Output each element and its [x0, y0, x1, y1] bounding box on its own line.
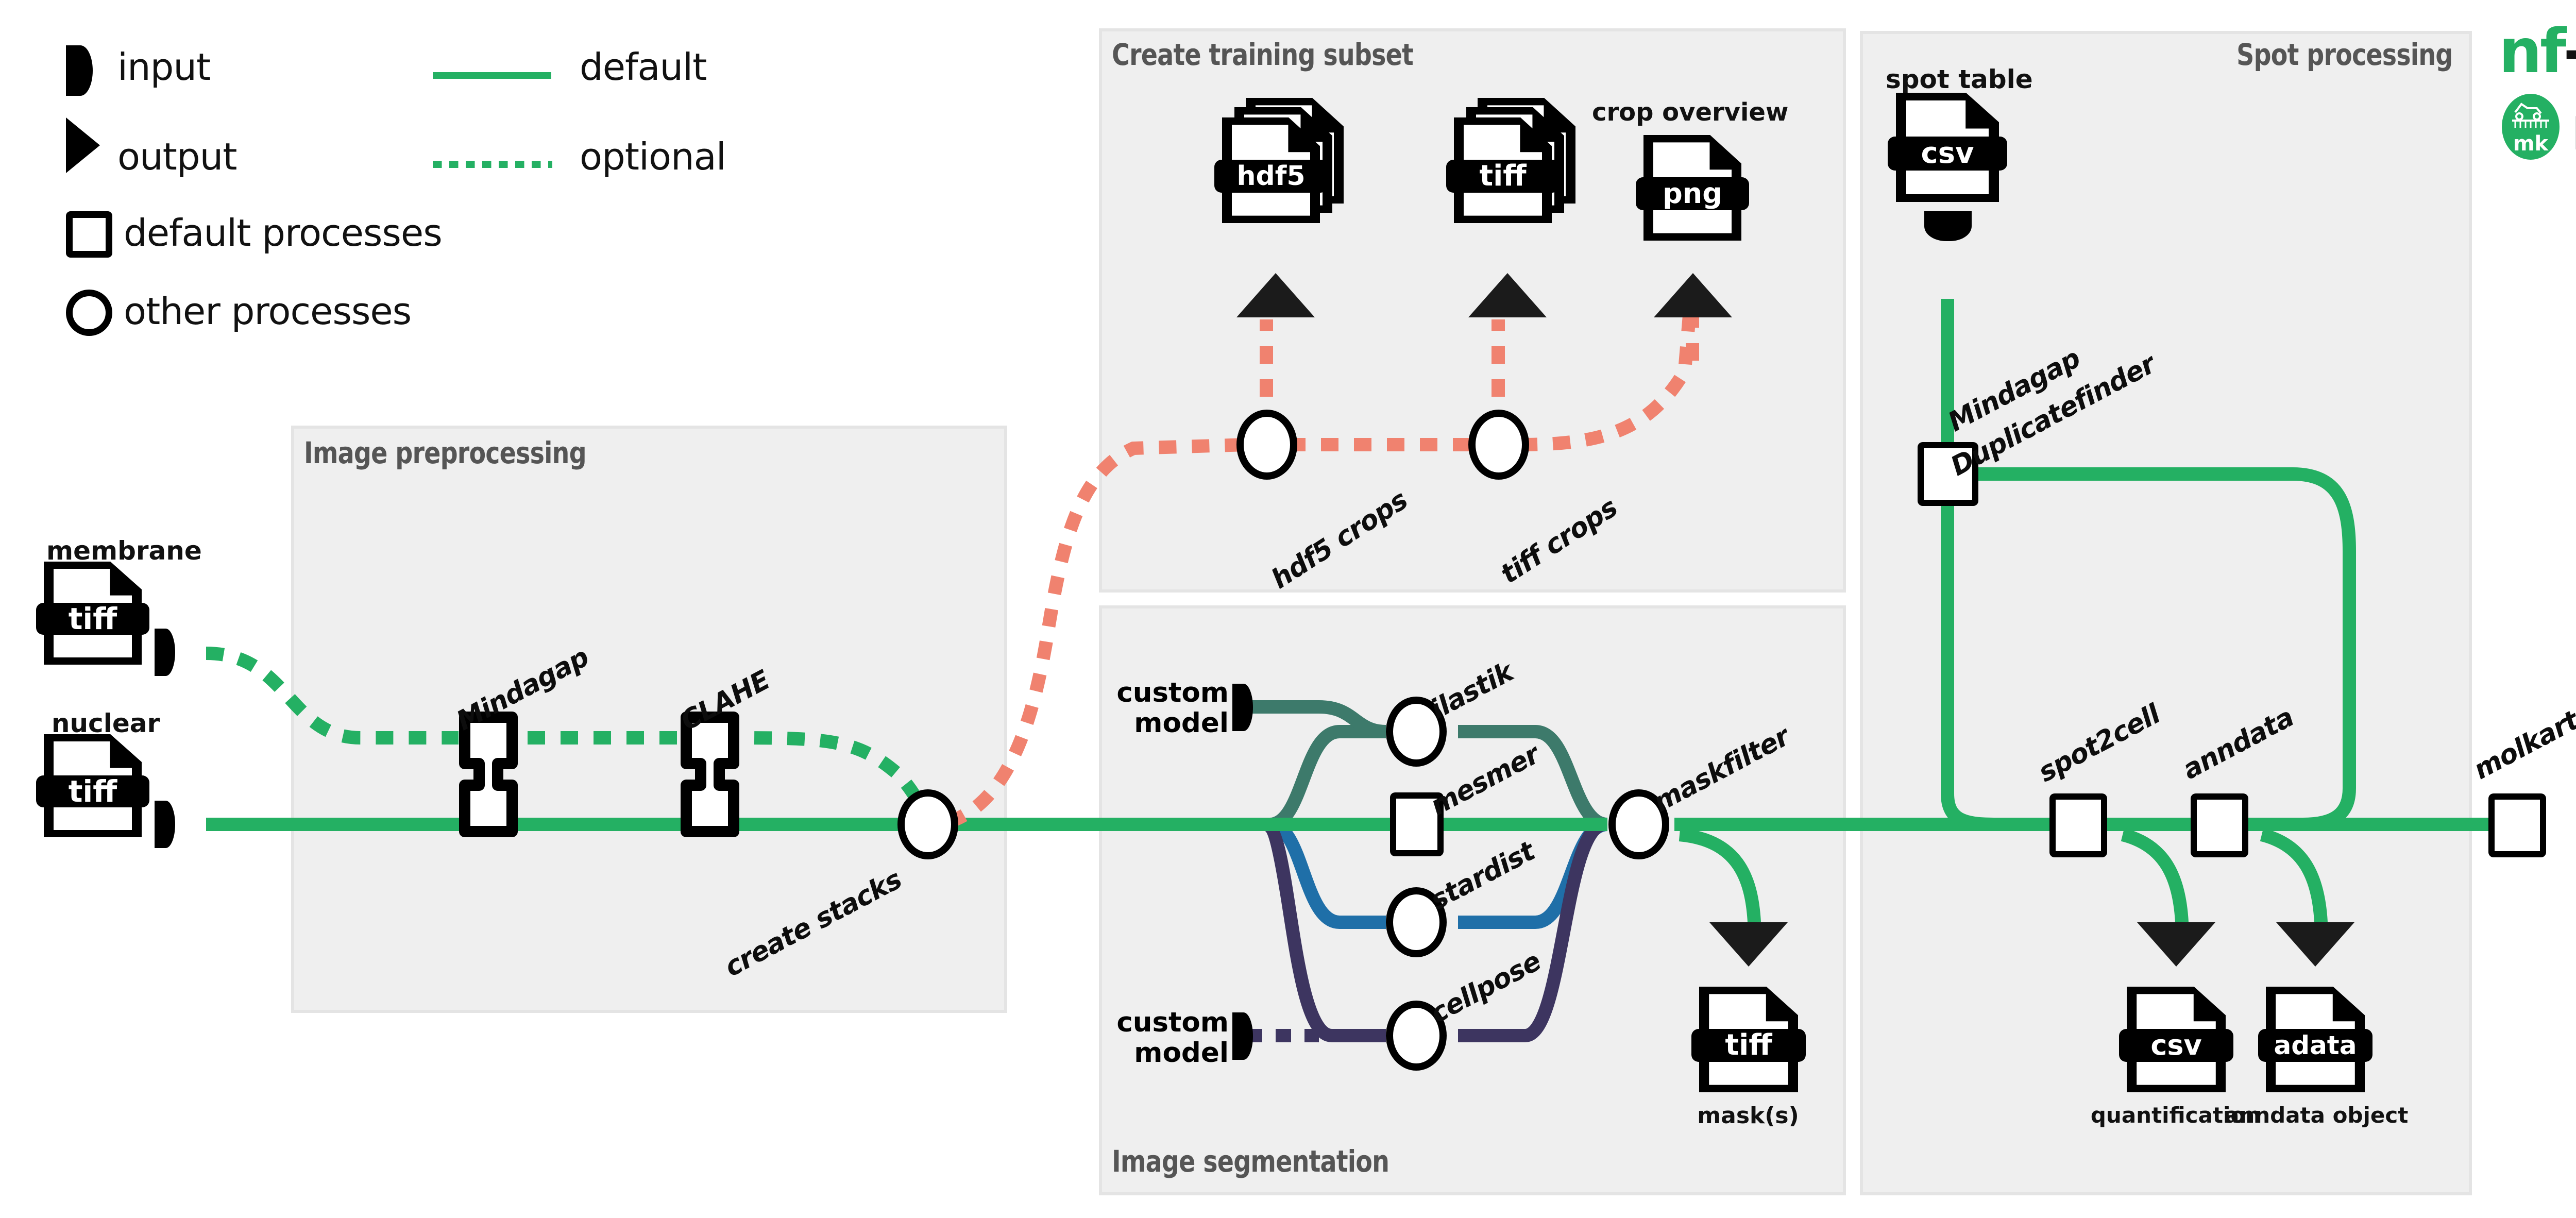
legend-label-optional-line: optional: [580, 135, 726, 178]
legend-label-input: input: [117, 45, 211, 89]
output-caption-quantification: quantification: [2090, 1103, 2261, 1128]
training-output-hdf5-stack: hdf5: [1214, 98, 1355, 232]
file-type-band: png: [1635, 177, 1750, 210]
input-marker-spot-table: [1924, 211, 1972, 241]
legend-other-process-circle-icon: [66, 290, 112, 336]
process-node-create-stacks[interactable]: [897, 789, 958, 859]
output-file-quantification-csv: csv: [2119, 987, 2234, 1092]
input-marker-nuclear: [155, 801, 175, 848]
file-type-band: tiff: [1446, 159, 1560, 193]
custom-model-marker-ilastik: [1232, 684, 1253, 731]
file-sheet-front: hdf5: [1214, 117, 1328, 223]
output-arrow-masks-icon: [1709, 922, 1788, 967]
panel-title-spot-processing: Spot processing: [2236, 37, 2453, 72]
output-arrow-crop-overview-icon: [1654, 273, 1732, 317]
process-node-mindagap[interactable]: [457, 710, 519, 839]
custom-model-label-ilastik: custom model: [1116, 677, 1229, 739]
process-node-maskfilter[interactable]: [1608, 789, 1669, 859]
legend-output-triangle-icon: [66, 117, 100, 173]
mk-badge-label: mk: [2513, 132, 2549, 156]
legend-label-default-processes: default processes: [124, 211, 443, 255]
output-arrow-anndata-icon: [2276, 922, 2354, 967]
panel-title-image-preprocessing: Image preprocessing: [304, 435, 587, 470]
process-node-anndata[interactable]: [2191, 793, 2248, 857]
training-output-tiff-stack: tiff: [1446, 98, 1587, 232]
output-caption-anndata-object: anndata object: [2225, 1103, 2409, 1128]
input-file-nuclear-tiff: tiff: [36, 734, 150, 837]
legend-solid-line-icon: [433, 72, 551, 79]
legend-label-other-processes: other processes: [124, 290, 412, 333]
output-caption-masks: mask(s): [1697, 1103, 1799, 1129]
legend-dotted-line-icon: [433, 161, 552, 168]
panel-title-image-segmentation: Image segmentation: [1112, 1144, 1389, 1179]
brand-line-2: molkart: [2571, 93, 2576, 164]
legend-default-process-square-icon: [66, 211, 112, 258]
file-type-band: tiff: [1691, 1028, 1806, 1062]
output-arrow-quantification-icon: [2137, 922, 2215, 967]
input-caption-nuclear: nuclear: [51, 708, 160, 738]
process-node-molkartqc[interactable]: [2488, 793, 2546, 857]
process-node-hdf5-crops[interactable]: [1236, 410, 1297, 480]
output-file-anndata-adata: adata: [2258, 987, 2373, 1092]
custom-model-marker-cellpose: [1232, 1012, 1253, 1060]
process-node-stardist[interactable]: [1386, 887, 1447, 957]
brand-core: -core/: [2563, 15, 2576, 87]
file-type-band: tiff: [36, 774, 150, 809]
input-file-spot-table-csv: csv: [1888, 93, 2007, 202]
input-marker-membrane: [155, 629, 175, 676]
output-arrow-tiff-crops-icon: [1468, 273, 1547, 317]
legend-input-halfdisc-icon: [66, 45, 93, 96]
training-output-caption-crop-overview: crop overview: [1592, 98, 1789, 127]
nf-core-logo: nf-core/ mk molkart: [2499, 15, 2576, 180]
legend-label-default-line: default: [580, 45, 707, 89]
input-caption-spot-table: spot table: [1886, 64, 2033, 94]
file-type-band: csv: [1888, 136, 2007, 171]
legend-label-output: output: [117, 135, 237, 178]
panel-title-create-training-subset: Create training subset: [1112, 37, 1414, 72]
file-sheet-front: tiff: [1446, 117, 1560, 223]
file-type-band: tiff: [36, 601, 150, 636]
brand-line-1: nf-core/: [2499, 15, 2576, 87]
output-arrow-hdf5-icon: [1236, 273, 1315, 317]
process-node-tiff-crops[interactable]: [1468, 410, 1529, 480]
file-type-band: adata: [2258, 1029, 2373, 1062]
panel-image-preprocessing: [291, 426, 1007, 1013]
training-output-png: png: [1635, 135, 1750, 241]
file-type-band: hdf5: [1214, 160, 1328, 193]
custom-model-label-cellpose: custom model: [1116, 1007, 1229, 1069]
process-label-molkartqc: molkartqc: [2468, 689, 2576, 786]
output-file-masks-tiff: tiff: [1691, 987, 1806, 1092]
molkart-mk-badge-icon: mk: [2502, 94, 2560, 160]
brand-nf: nf: [2499, 15, 2565, 87]
file-type-band: csv: [2119, 1029, 2234, 1062]
process-node-spot2cell[interactable]: [2049, 793, 2107, 857]
input-file-membrane-tiff: tiff: [36, 562, 150, 665]
hourglass-shape-icon: [459, 712, 518, 837]
input-caption-membrane: membrane: [46, 536, 202, 566]
